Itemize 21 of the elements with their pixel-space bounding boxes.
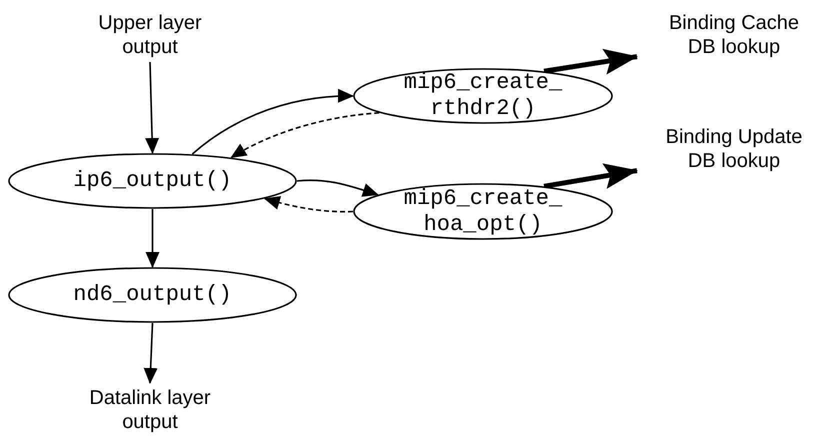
function-name: mip6_create_ rthdr2() (402, 70, 564, 122)
arrow (264, 196, 354, 212)
arrow (296, 179, 379, 197)
arrow (145, 62, 160, 154)
text-label: Binding Cache DB lookup (668, 11, 800, 59)
function-name: nd6_output() (73, 282, 232, 308)
function-name: ip6_output() (73, 168, 232, 194)
function-ellipse (8, 153, 297, 209)
arrow (192, 89, 354, 155)
text-label: Binding Update DB lookup (664, 125, 804, 173)
arrow (544, 163, 638, 189)
function-ellipse (353, 68, 613, 124)
text-label: Upper layer output (97, 11, 203, 59)
function-ellipse (8, 267, 297, 323)
arrow (230, 112, 380, 158)
text-label: Datalink layer output (88, 386, 212, 434)
function-name: mip6_create_ hoa_opt() (402, 186, 564, 238)
arrow (144, 322, 158, 384)
arrow (146, 209, 160, 268)
function-ellipse (353, 183, 613, 240)
arrow (544, 48, 638, 75)
